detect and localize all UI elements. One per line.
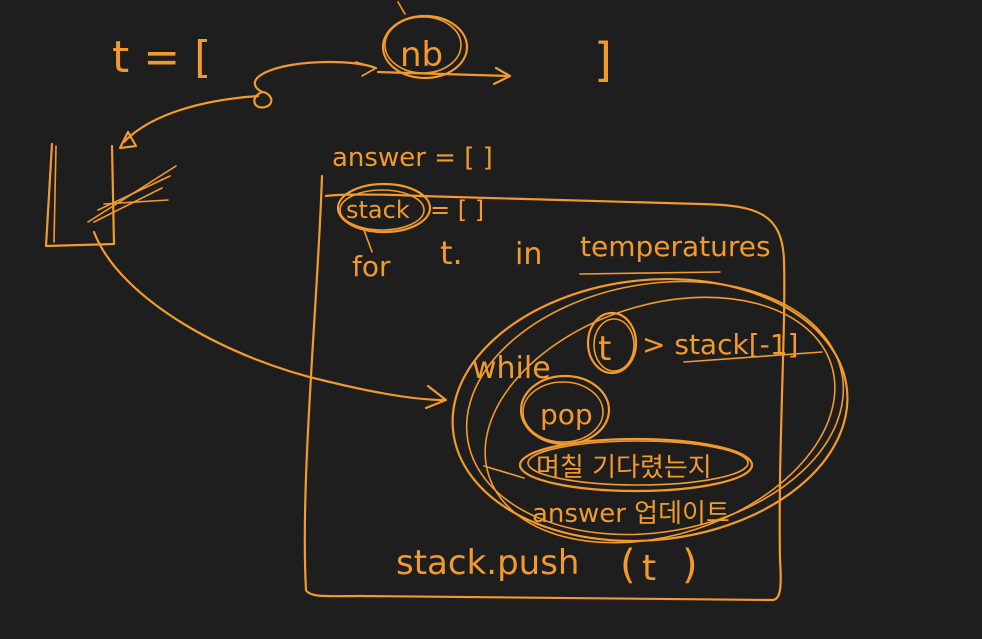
stack-circle <box>336 182 432 234</box>
stack-container-edge <box>53 145 57 243</box>
nb-circle <box>381 14 469 80</box>
while-loop-ellipse-3 <box>484 296 836 544</box>
while-t-circle <box>586 311 638 375</box>
stack-word: stack <box>346 196 410 224</box>
wait-days-note: 며칠 기다렸는지 <box>536 453 712 483</box>
while-t: t <box>598 329 611 369</box>
nb-value: nb <box>400 35 443 75</box>
for-iterable: temperatures <box>580 230 771 263</box>
while-t-circle-inner <box>593 318 635 372</box>
while-keyword: while <box>472 351 551 386</box>
stack-top-underline <box>683 351 823 363</box>
loop-arrow-head <box>355 61 377 77</box>
loop-arrow-curve <box>253 60 378 94</box>
push-arg: t <box>642 548 656 589</box>
arrow-to-stack-head <box>118 130 138 150</box>
arrow-to-stack <box>122 94 260 144</box>
for-keyword: for <box>352 250 391 283</box>
wait-note-circle-inner <box>527 440 749 486</box>
answer-update-note: answer 업데이트 <box>532 499 730 529</box>
stack-hatch-3 <box>97 175 171 211</box>
stack-hatch-2 <box>93 187 163 223</box>
temperatures-underline <box>579 271 721 275</box>
t-assign-label: t = [ <box>112 32 211 83</box>
stack-container <box>44 142 116 248</box>
pop-label: pop <box>540 398 593 431</box>
sweep-arrow-head <box>492 66 512 86</box>
wait-note-tick <box>483 465 525 479</box>
arrow-to-while <box>92 230 446 402</box>
stack-init-rest: = [ ] <box>430 196 484 224</box>
push-call: stack.push <box>396 543 579 583</box>
while-loop-ellipse-1 <box>451 277 849 543</box>
for-in-keyword: in <box>515 237 542 272</box>
push-close-paren: ) <box>682 542 698 588</box>
pop-circle-inner <box>522 381 604 443</box>
answer-init-line: answer = [ ] <box>332 143 493 173</box>
stack-pointer-line <box>363 229 373 253</box>
sweep-arrow-line <box>376 70 512 78</box>
small-loop <box>253 90 273 109</box>
stack-circle-inner <box>339 189 425 231</box>
push-open-paren: ( <box>620 542 636 588</box>
stack-hatch-4 <box>103 199 169 205</box>
while-loop-ellipse-2 <box>465 280 845 536</box>
wait-note-circle <box>518 437 754 493</box>
for-variable: t. <box>440 234 463 272</box>
t-close-bracket: ] <box>594 33 612 87</box>
arrow-to-while-head <box>424 384 448 410</box>
function-body-box <box>303 174 786 602</box>
nb-circle-tick <box>397 1 406 15</box>
